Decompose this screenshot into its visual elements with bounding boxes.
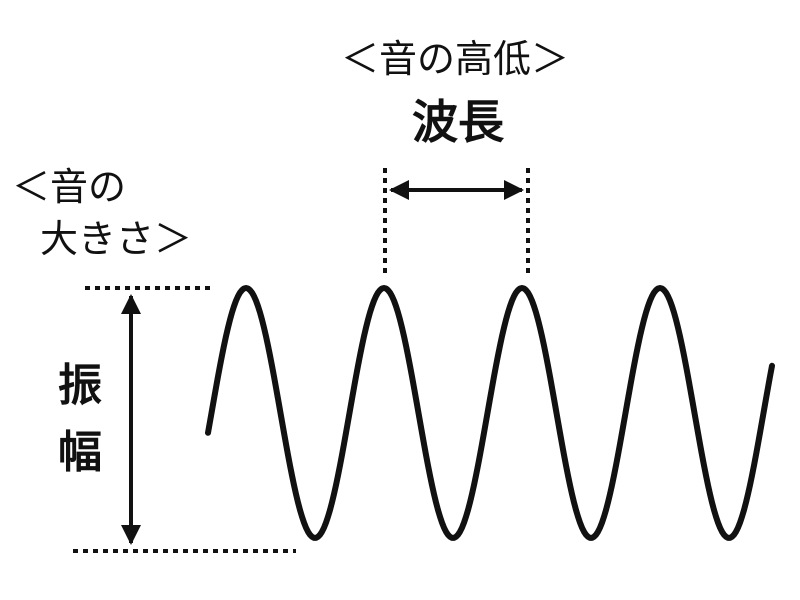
wavelength-label: 波長: [412, 95, 505, 149]
sound-wave-curve: [205, 285, 775, 541]
loudness-heading-line1: ＜音の: [12, 165, 126, 209]
loudness-heading-line2: 大きさ＞: [40, 217, 192, 261]
pitch-heading: ＜音の高低＞: [341, 37, 569, 81]
amplitude-label-char1: 振: [58, 360, 102, 411]
amplitude-label-char2: 幅: [58, 427, 102, 478]
